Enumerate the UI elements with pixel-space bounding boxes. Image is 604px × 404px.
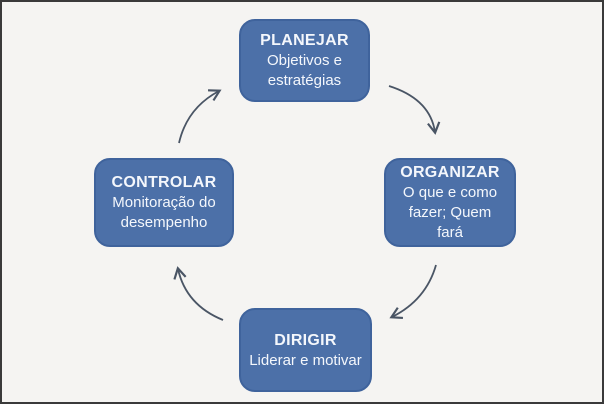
arrow-controlar-to-planejar	[178, 89, 222, 144]
node-dirigir: DIRIGIR Liderar e motivar	[239, 308, 372, 392]
node-title: PLANEJAR	[260, 32, 349, 49]
node-title: DIRIGIR	[274, 331, 337, 349]
node-subtitle: Monitoração do desempenho	[112, 194, 216, 231]
arrow-organizar-to-dirigir	[389, 264, 437, 320]
node-title: CONTROLAR	[111, 174, 217, 191]
node-subtitle: O que e como fazer; Quem fará	[402, 184, 498, 241]
node-title: ORGANIZAR	[400, 164, 500, 181]
node-subtitle: Liderar e motivar	[249, 351, 362, 369]
node-planejar: PLANEJAR Objetivos e estratégias	[239, 19, 370, 102]
node-subtitle: Objetivos e estratégias	[266, 52, 343, 89]
node-controlar: CONTROLAR Monitoração do desempenho	[94, 158, 234, 247]
arrow-planejar-to-organizar	[388, 85, 441, 135]
node-organizar: ORGANIZAR O que e como fazer; Quem fará	[384, 158, 516, 247]
arrow-dirigir-to-controlar	[173, 266, 224, 321]
